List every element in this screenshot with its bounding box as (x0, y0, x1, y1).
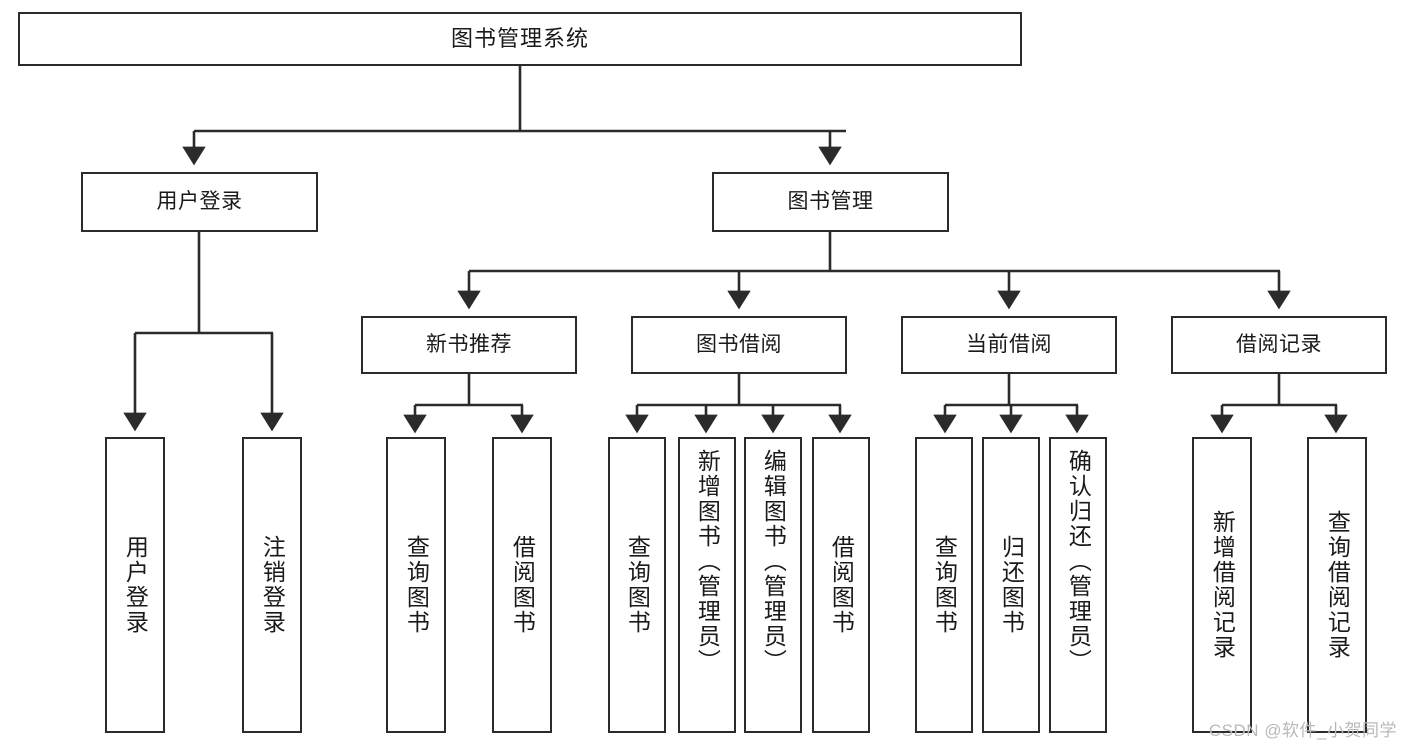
leaf-current-borrow-return[interactable]: 归还图书 (982, 437, 1040, 733)
leaf-book-borrow-query-label: 查询图书 (624, 535, 651, 635)
leaf-user-login-login-label: 用户登录 (122, 535, 149, 635)
leaf-current-borrow-return-label: 归还图书 (998, 535, 1025, 635)
node-current-borrow[interactable]: 当前借阅 (901, 316, 1117, 374)
node-borrow-record[interactable]: 借阅记录 (1171, 316, 1387, 374)
node-new-book-recommend[interactable]: 新书推荐 (361, 316, 577, 374)
leaf-new-book-query[interactable]: 查询图书 (386, 437, 446, 733)
leaf-current-borrow-confirm-return-label: 确认归还（管理员） (1065, 449, 1092, 674)
node-book-management[interactable]: 图书管理 (712, 172, 949, 232)
leaf-user-login-logout-label: 注销登录 (259, 535, 286, 635)
leaf-book-borrow-edit-label: 编辑图书（管理员） (760, 449, 787, 674)
node-user-login[interactable]: 用户登录 (81, 172, 318, 232)
leaf-book-borrow-edit[interactable]: 编辑图书（管理员） (744, 437, 802, 733)
leaf-user-login-login[interactable]: 用户登录 (105, 437, 165, 733)
leaf-user-login-logout[interactable]: 注销登录 (242, 437, 302, 733)
node-new-book-recommend-label: 新书推荐 (426, 332, 512, 356)
node-user-login-label: 用户登录 (156, 189, 243, 213)
leaf-book-borrow-add[interactable]: 新增图书（管理员） (678, 437, 736, 733)
node-current-borrow-label: 当前借阅 (966, 332, 1052, 356)
node-book-borrow[interactable]: 图书借阅 (631, 316, 847, 374)
leaf-borrow-record-query[interactable]: 查询借阅记录 (1307, 437, 1367, 733)
leaf-borrow-record-add-label: 新增借阅记录 (1209, 510, 1236, 660)
leaf-borrow-record-query-label: 查询借阅记录 (1324, 510, 1351, 660)
watermark: CSDN @软件_小贺同学 (1208, 721, 1397, 740)
leaf-new-book-borrow-label: 借阅图书 (509, 535, 536, 635)
leaf-current-borrow-query[interactable]: 查询图书 (915, 437, 973, 733)
node-book-borrow-label: 图书借阅 (696, 332, 782, 356)
leaf-current-borrow-confirm-return[interactable]: 确认归还（管理员） (1049, 437, 1107, 733)
node-root-system-label: 图书管理系统 (450, 26, 589, 52)
leaf-borrow-record-add[interactable]: 新增借阅记录 (1192, 437, 1252, 733)
node-root-system[interactable]: 图书管理系统 (18, 12, 1022, 66)
leaf-new-book-query-label: 查询图书 (403, 535, 430, 635)
leaf-current-borrow-query-label: 查询图书 (931, 535, 958, 635)
node-borrow-record-label: 借阅记录 (1236, 332, 1322, 356)
leaf-book-borrow-add-label: 新增图书（管理员） (694, 449, 721, 674)
node-book-management-label: 图书管理 (787, 189, 874, 213)
leaf-book-borrow-borrow[interactable]: 借阅图书 (812, 437, 870, 733)
leaf-new-book-borrow[interactable]: 借阅图书 (492, 437, 552, 733)
leaf-book-borrow-query[interactable]: 查询图书 (608, 437, 666, 733)
leaf-book-borrow-borrow-label: 借阅图书 (828, 535, 855, 635)
